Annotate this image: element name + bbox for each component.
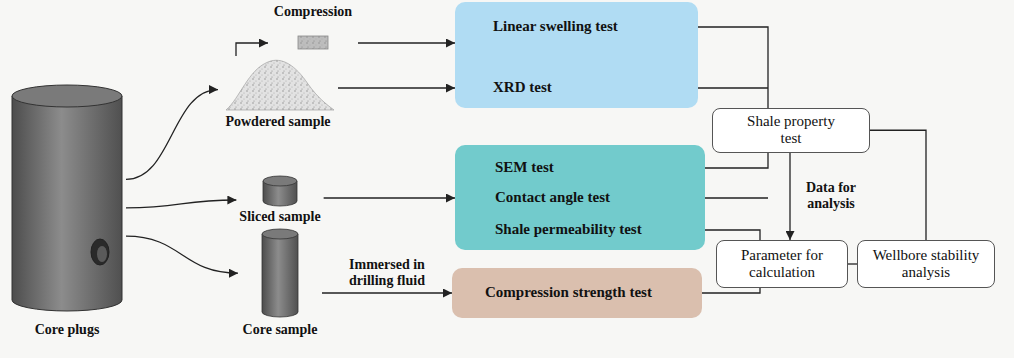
connector [324,197,455,198]
process-box: Wellbore stability analysis [857,240,995,288]
box-label: Shale property test [743,113,839,148]
edge-label: Data for analysis [796,180,866,212]
core-plug-cylinder [12,85,122,311]
sliced-figure: Sliced sample [236,173,323,227]
connector [358,42,455,43]
compressed-figure: Compression [268,3,358,51]
connector [126,200,236,208]
connector [236,43,268,56]
connector [848,263,857,264]
figure-caption: Sliced sample [239,209,320,225]
process-box: Parameter for calculation [716,240,848,288]
connector [702,288,760,293]
figure-caption: Powdered sample [225,114,330,130]
process-box: Shale property test [712,108,870,153]
test-name: Shale permeability test [495,221,642,238]
connector [870,130,926,240]
box-label: Parameter for calculation [726,247,838,282]
test-name: SEM test [495,159,554,176]
figure-caption: Compression [274,4,352,20]
compressed-sample [298,36,328,49]
connector [126,90,218,180]
connector [705,153,768,199]
box-label: Wellbore stability analysis [865,247,987,282]
powder-pile [226,60,334,110]
connector [126,236,238,273]
sliced-sample-cylinder [263,176,297,206]
connector [698,27,768,108]
core-sample-cylinder [262,229,298,317]
test-panel: Compression strength test [452,268,702,318]
connector [338,87,455,88]
connector [705,230,760,240]
test-name: Contact angle test [495,189,610,206]
powder-figure: Powdered sample [218,56,338,136]
test-name: Linear swelling test [493,18,618,35]
core-sample-figure: Core sample [238,228,322,341]
connector [322,292,452,293]
figure-caption: Core sample [243,322,318,338]
core-plug-figure: Core plugs [8,84,126,342]
connector [789,153,790,241]
edge-label: Immersed in drilling fluid [330,257,444,289]
test-name: XRD test [493,79,552,96]
test-panel: Linear swelling testXRD test [455,2,698,108]
test-name: Compression strength test [485,284,652,301]
figure-caption: Core plugs [35,322,100,338]
test-panel: SEM testContact angle testShale permeabi… [455,145,705,250]
